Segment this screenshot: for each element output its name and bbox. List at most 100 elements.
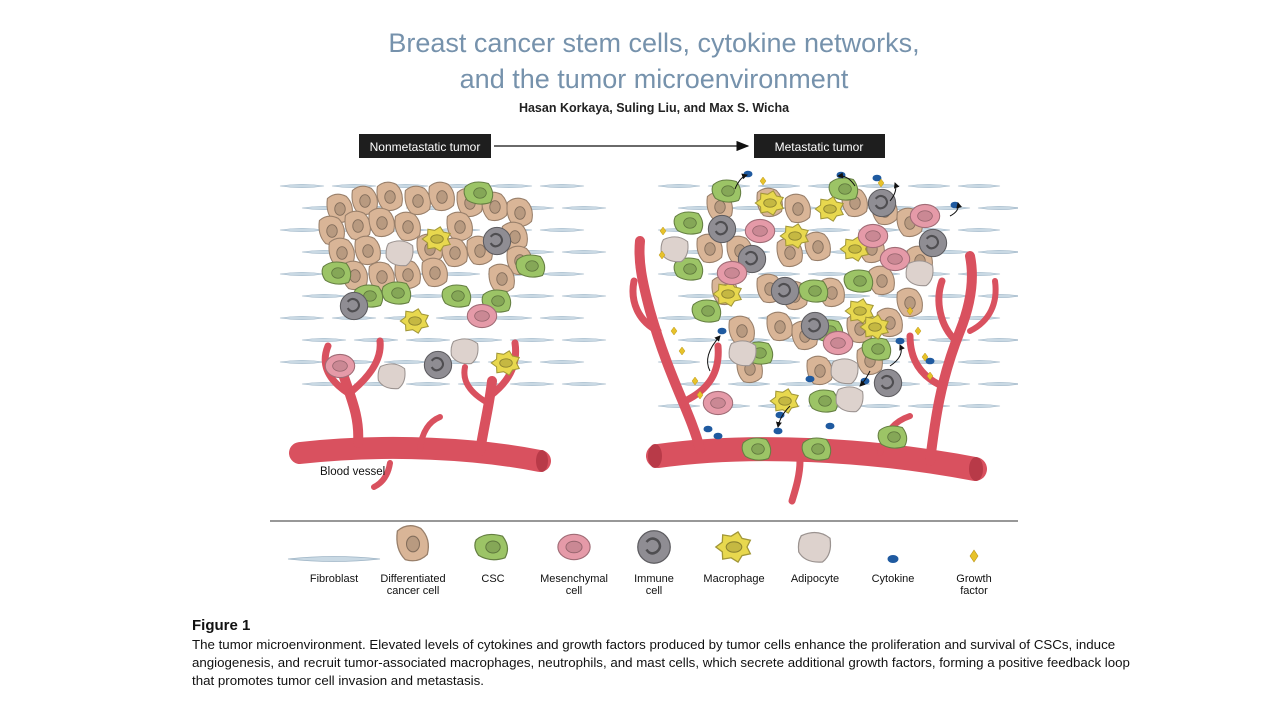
legend-label-macrophage: Macrophage xyxy=(703,573,764,585)
legend-label-adipocyte: Adipocyte xyxy=(791,573,839,585)
legend-cytokine-icon xyxy=(887,555,899,563)
legend-label-growth-2: factor xyxy=(960,585,988,597)
adipo-cell xyxy=(830,358,859,385)
fibroblast-cell xyxy=(561,337,607,343)
csc-cell xyxy=(691,299,722,323)
legend-label-mesenchymal: Mesenchymal xyxy=(540,573,608,585)
legend-label-fibroblast: Fibroblast xyxy=(310,573,358,585)
csc-cell xyxy=(861,337,892,361)
legend-label-csc: CSC xyxy=(481,573,504,585)
fibroblast-cell xyxy=(279,359,325,365)
mesen-cell xyxy=(557,533,591,561)
fibroblast-cell xyxy=(927,293,971,299)
fibroblast-cell xyxy=(757,183,801,189)
tan-cell xyxy=(344,210,371,241)
blood-vessel-label: Blood vessel xyxy=(320,466,385,478)
tan-cell xyxy=(394,211,421,242)
tan-cell xyxy=(368,207,395,238)
legend-label-immune: Immune xyxy=(634,573,674,585)
tumor-cells-right xyxy=(660,177,948,461)
figure-diagram: Nonmetastatic tumor Metastatic tumor Blo… xyxy=(270,134,1018,597)
tan-cell xyxy=(896,287,923,318)
fibroblast-cell xyxy=(561,249,607,255)
immune-cell xyxy=(423,350,453,380)
fibroblast-cell xyxy=(957,403,1001,409)
mesen-cell xyxy=(466,303,498,329)
tan-cell xyxy=(766,311,793,342)
signal-arrow xyxy=(734,173,748,190)
csc-cell xyxy=(381,281,412,305)
nonmetastatic-label: Nonmetastatic tumor xyxy=(370,140,481,154)
macro-cell xyxy=(779,223,810,249)
immune-cell xyxy=(873,368,903,398)
caption-text: The tumor microenvironment. Elevated lev… xyxy=(192,637,1130,688)
right-scene xyxy=(629,170,1018,505)
csc-cell xyxy=(877,425,908,449)
tan-cell xyxy=(404,185,431,216)
signal-arrow xyxy=(837,172,856,187)
vessel-end-right-b xyxy=(969,457,983,481)
fibroblast-cell xyxy=(279,315,325,321)
adipo-cell xyxy=(797,531,832,563)
fibroblast-cell xyxy=(487,315,533,321)
growth-factor-molecule xyxy=(670,326,678,336)
fibroblast-cell xyxy=(957,183,1001,189)
tan-cell xyxy=(728,315,755,346)
fibroblast-cell xyxy=(907,403,951,409)
csc-cell xyxy=(474,533,509,561)
tan-cell xyxy=(421,257,448,288)
legend-label-differentiated: Differentiated xyxy=(380,573,445,585)
csc-cell xyxy=(843,269,874,293)
fibroblast-cell xyxy=(907,183,951,189)
fibroblast-cell xyxy=(279,227,325,233)
fibroblast-cell xyxy=(561,381,607,387)
legend-label-cytokine: Cytokine xyxy=(872,573,915,585)
caption-title: Figure 1 xyxy=(192,617,251,634)
legend xyxy=(287,525,979,564)
nonmetastatic-box xyxy=(359,134,491,158)
fibroblast-cell xyxy=(857,403,901,409)
csc-cell xyxy=(673,257,704,281)
left-scene: Blood vessel xyxy=(279,181,607,490)
fibroblast-cell xyxy=(509,293,555,299)
adipo-cell xyxy=(377,363,406,390)
fibroblast-cell xyxy=(657,183,701,189)
adipo-cell xyxy=(660,236,689,263)
tan-cell xyxy=(784,193,811,224)
immune-cell xyxy=(800,311,830,341)
immune-cell xyxy=(482,226,512,256)
adipo-cell xyxy=(450,338,479,365)
legend-label-immune-2: cell xyxy=(646,585,663,597)
fibroblast-cell xyxy=(509,381,555,387)
signal-arrow xyxy=(889,182,900,202)
tan-cell xyxy=(804,231,831,262)
immune-cell xyxy=(770,276,800,306)
legend-label-differentiated-2: cancer cell xyxy=(387,585,440,597)
vessel-end-left xyxy=(536,450,548,472)
fibroblast-cell xyxy=(487,183,533,189)
legend-fibroblast-icon xyxy=(287,556,381,562)
signal-molecules xyxy=(658,170,963,440)
growth-factor-molecule xyxy=(926,371,934,381)
growth-factor-molecule xyxy=(678,346,686,356)
csc-cell xyxy=(321,261,352,285)
fibroblast-cell xyxy=(405,337,451,343)
growth-factor-molecule xyxy=(659,226,667,236)
macro-cell xyxy=(859,314,890,340)
cytokine-molecule xyxy=(713,432,723,440)
fibroblast-cell xyxy=(539,359,585,365)
fibroblast-cell xyxy=(927,337,971,343)
immune-cell xyxy=(707,214,737,244)
fibroblast-cell xyxy=(539,271,585,277)
tan-cell xyxy=(506,197,533,228)
tan-cell xyxy=(376,181,403,212)
growth-factor-molecule xyxy=(914,326,922,336)
csc-cell xyxy=(711,179,742,203)
fibroblast-cell xyxy=(807,227,851,233)
fibroblast-cell xyxy=(677,337,721,343)
cytokine-molecule xyxy=(805,375,815,383)
fibroblast-cell xyxy=(405,381,451,387)
signal-arrow xyxy=(775,405,791,428)
adipo-cell xyxy=(905,260,934,287)
mesen-cell xyxy=(702,390,734,416)
